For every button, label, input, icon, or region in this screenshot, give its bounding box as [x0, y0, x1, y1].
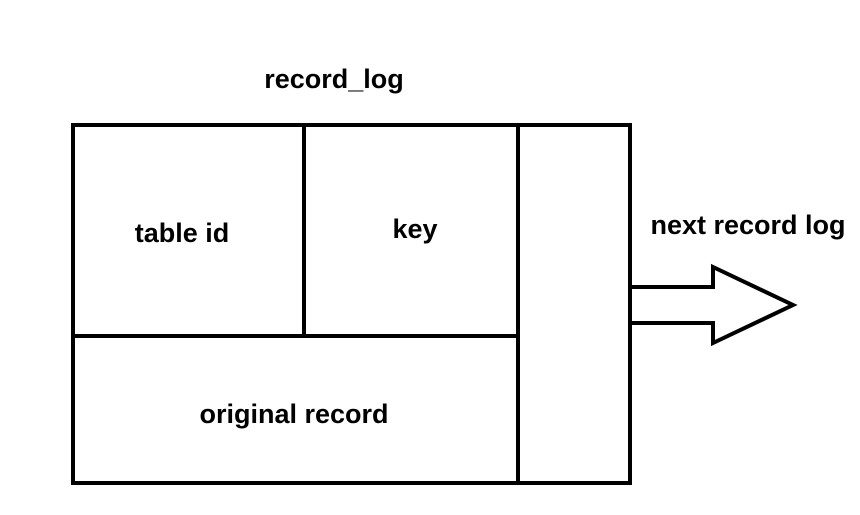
record-log-box [71, 123, 632, 485]
diagram-title: record_log [264, 64, 404, 94]
next-record-arrow [628, 263, 798, 347]
next-pointer-cell [520, 127, 628, 481]
field-key: key [392, 214, 437, 244]
field-table-id: table id [135, 218, 230, 248]
field-original-record: original record [199, 399, 388, 429]
next-record-log-label: next record log [650, 210, 845, 240]
